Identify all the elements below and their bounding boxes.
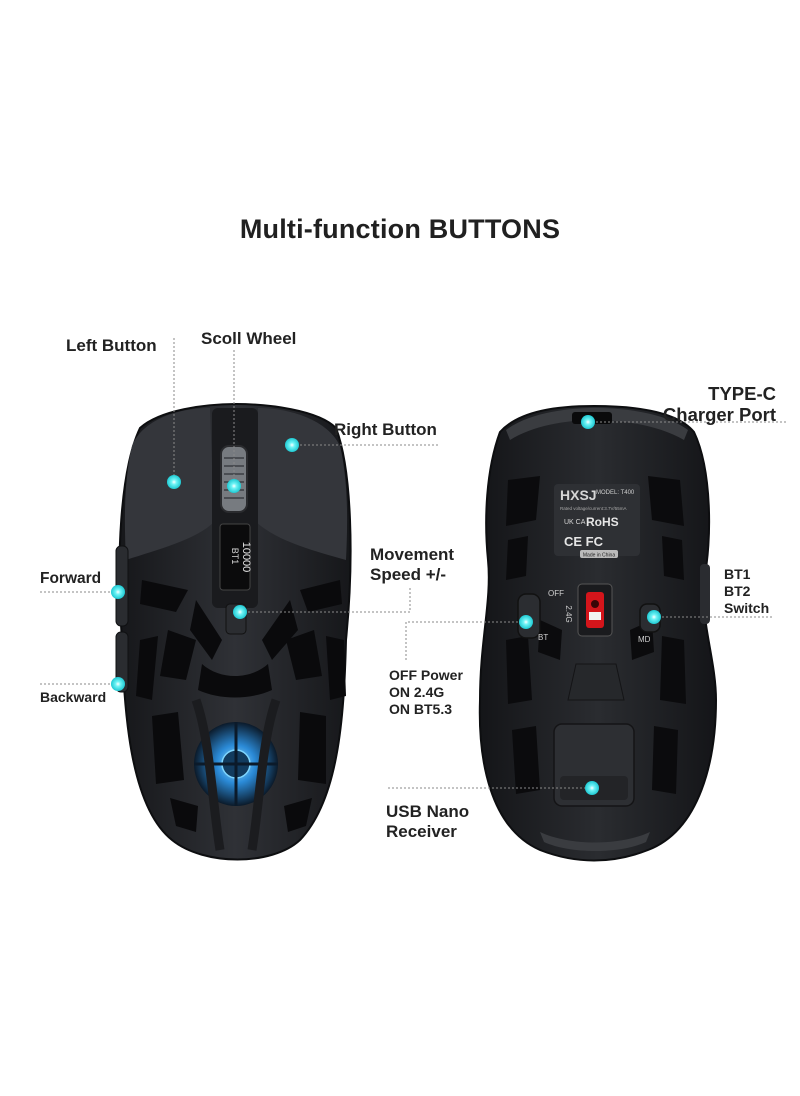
marker-scroll-wheel [227, 479, 241, 493]
page-title: Multi-function BUTTONS [239, 214, 561, 244]
label-usb-line1: USB Nano [386, 802, 470, 821]
brand-logo: HXSJ [560, 487, 597, 503]
label-bt-switch-line1: BT1 [724, 566, 751, 582]
right-button-shell [256, 408, 348, 560]
label-right-button: Right Button [334, 420, 437, 439]
label-type-c-line2: Charger Port [662, 404, 776, 425]
switch-bt-text: BT [538, 633, 548, 642]
marker-power-switch [519, 615, 533, 629]
label-movement-speed-line1: Movement [370, 545, 455, 564]
front-mouse: BT1 10000 [115, 402, 352, 861]
oled-dpi-text: 10000 [240, 542, 252, 573]
label-left-button: Left Button [66, 336, 157, 355]
label-movement-speed: Movement Speed +/- [370, 545, 454, 585]
label-type-c-line1: TYPE-C [708, 383, 776, 404]
rated-text: Rated voltage/current:3.7V/55mA [560, 506, 627, 511]
md-text: MD [638, 635, 651, 644]
made-in-text: Made in China [583, 553, 615, 559]
marker-movement-speed [233, 605, 247, 619]
marker-bt-switch [647, 610, 661, 624]
marker-right-button [285, 438, 299, 452]
marker-forward [111, 585, 125, 599]
switch-off-text: OFF [548, 589, 564, 598]
oled-mode-text: BT1 [230, 548, 240, 565]
label-usb-receiver: USB Nano Receiver [386, 802, 469, 842]
ce-fc-mark: CE FC [564, 534, 604, 549]
side-backward-button [115, 631, 129, 693]
marker-backward [111, 677, 125, 691]
label-backward: Backward [40, 689, 107, 705]
label-forward: Forward [40, 570, 102, 587]
label-power-switch: OFF Power ON 2.4G ON BT5.3 [389, 667, 463, 718]
label-power-line1: OFF Power [389, 667, 463, 683]
switch-24g-text: 2.4G [564, 605, 573, 622]
back-mouse: HXSJ MODEL: T400 Rated voltage/current:3… [478, 404, 718, 862]
label-bt-switch: BT1 BT2 Switch [724, 566, 769, 617]
model-text: MODEL: T400 [596, 490, 635, 496]
marker-type-c [581, 415, 595, 429]
oled-display [219, 523, 251, 591]
label-power-line3: ON BT5.3 [389, 701, 453, 717]
marker-usb-receiver [585, 781, 599, 795]
leader-lines [40, 338, 788, 789]
label-usb-line2: Receiver [386, 822, 457, 841]
label-type-c: TYPE-C Charger Port [663, 383, 776, 425]
label-bt-switch-line3: Switch [724, 600, 770, 616]
label-scroll-wheel: Scoll Wheel [201, 329, 297, 348]
marker-left-button [167, 475, 181, 489]
label-movement-speed-line2: Speed +/- [370, 565, 447, 584]
receiver-hatch [567, 663, 625, 701]
ukca-mark: UK CA [564, 519, 586, 526]
label-bt-switch-line2: BT2 [724, 583, 751, 599]
rohs-mark: RoHS [586, 515, 619, 529]
label-power-line2: ON 2.4G [389, 684, 445, 700]
hotspot-markers [111, 415, 661, 795]
